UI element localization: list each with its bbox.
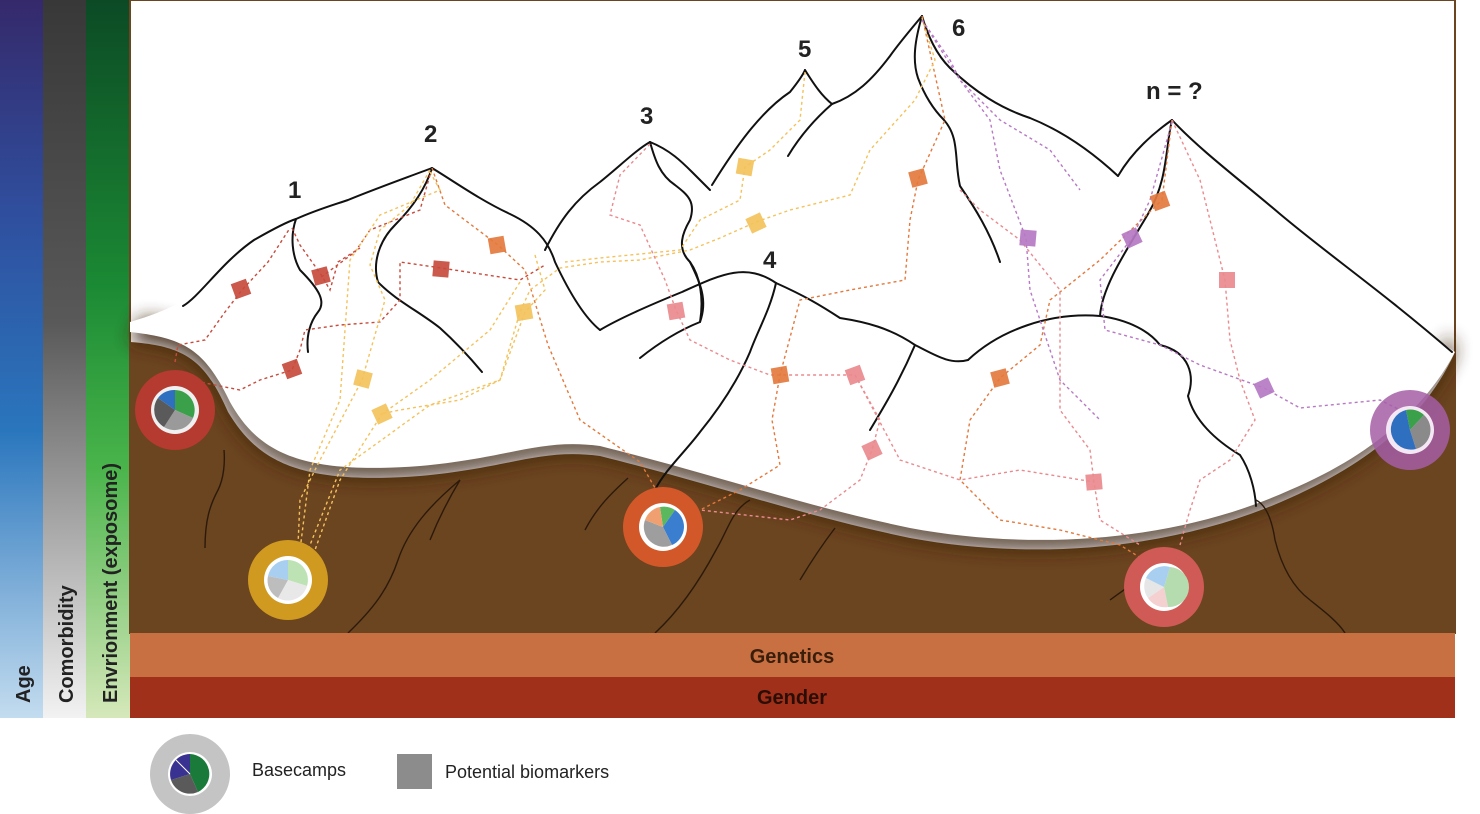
legend-basecamps-label: Basecamps — [252, 760, 346, 780]
snow — [130, 16, 1455, 540]
biomarker-square — [844, 364, 866, 386]
biomarker-square — [1121, 227, 1143, 249]
genetics-strip — [130, 633, 1455, 677]
biomarker-square — [230, 278, 252, 300]
age-label: Age — [13, 665, 35, 703]
biomarker-square — [432, 260, 450, 278]
gender-label: Gender — [757, 687, 827, 709]
biomarker-square — [745, 212, 767, 234]
peak-label-2: 2 — [424, 121, 437, 148]
biomarker-square — [990, 368, 1010, 388]
biomarker-square — [311, 266, 331, 286]
peak-label-5: 5 — [798, 36, 811, 63]
age-band — [0, 0, 43, 718]
biomarker-square — [1219, 272, 1235, 288]
legend: Basecamps Potential biomarkers — [150, 734, 609, 814]
route-lines — [174, 15, 1401, 571]
genetics-label: Genetics — [750, 646, 834, 668]
basecamp-3 — [623, 487, 703, 567]
biomarker-square — [353, 369, 373, 389]
biomarker-square — [281, 358, 303, 380]
environment-label: Envrionment (exposome) — [100, 463, 122, 703]
biomarker-square — [1019, 229, 1037, 247]
biomarker-square — [1149, 190, 1171, 212]
comorbidity-label: Comorbidity — [56, 584, 78, 703]
biomarker-square — [770, 365, 790, 385]
comorbidity-band — [43, 0, 86, 718]
biomarker-square — [735, 157, 755, 177]
peak-label-3: 3 — [640, 103, 653, 130]
peak-labels: 1 2 3 4 5 6 n = ? — [288, 15, 1203, 274]
ground — [130, 342, 1455, 633]
biomarker-square — [1085, 473, 1103, 491]
peak-label-4: 4 — [763, 247, 777, 274]
peak-label-n: n = ? — [1146, 78, 1203, 105]
biomarker-square — [514, 302, 534, 322]
biomarker-square — [371, 403, 393, 425]
basecamp-4 — [1124, 547, 1204, 627]
biomarker-square — [861, 439, 883, 461]
environment-band — [86, 0, 130, 718]
basecamp-1 — [135, 370, 215, 450]
snow-shadow — [130, 318, 1455, 550]
legend-biomarker-icon — [397, 754, 432, 789]
peak-label-1: 1 — [288, 177, 301, 204]
basecamp-5 — [1370, 390, 1450, 470]
legend-biomarkers-label: Potential biomarkers — [445, 762, 609, 782]
gender-strip — [130, 677, 1455, 718]
biomarker-square — [908, 168, 928, 188]
basecamp-2 — [248, 540, 328, 620]
peak-label-6: 6 — [952, 15, 965, 42]
biomarker-square — [666, 301, 686, 321]
biomarkers — [230, 157, 1275, 491]
biomarker-square — [487, 235, 507, 255]
mountain-ridges — [182, 15, 1453, 507]
biomarker-square — [1253, 377, 1275, 399]
legend-basecamp-icon — [150, 734, 230, 814]
